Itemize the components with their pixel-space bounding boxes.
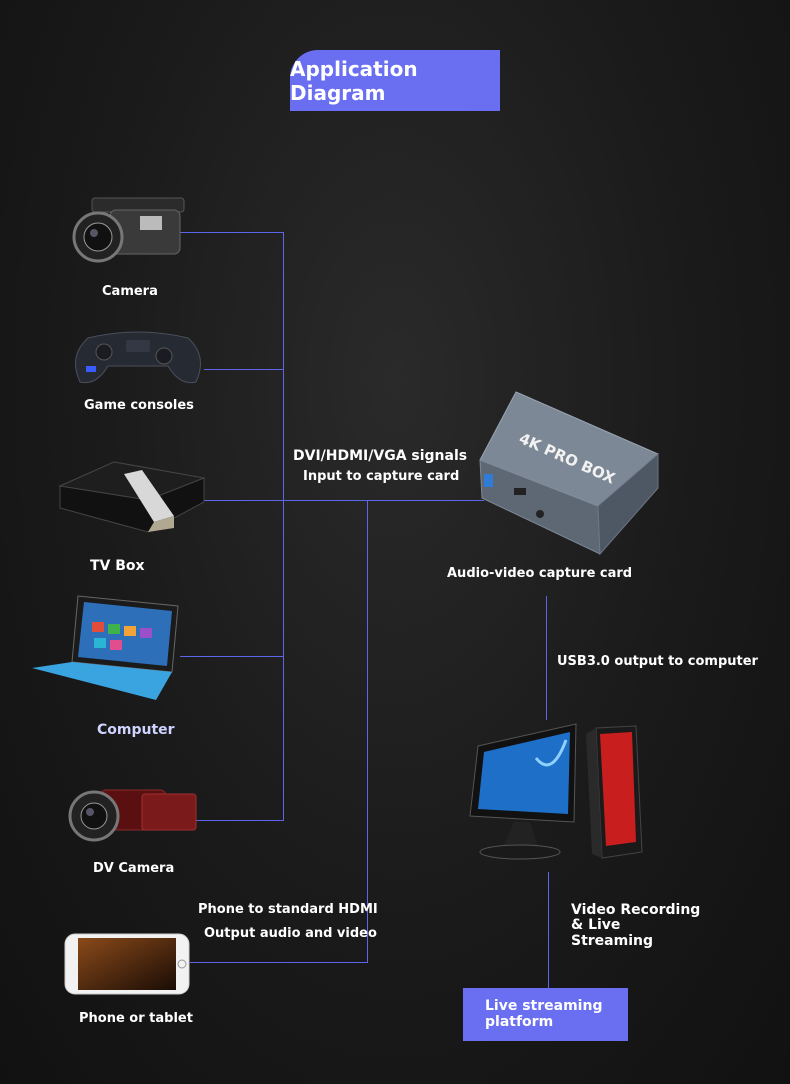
phone-note-2: Output audio and video	[204, 926, 377, 941]
connector-dv	[196, 820, 284, 821]
gamepad-icon	[75, 331, 201, 384]
tablet-computer-icon	[32, 595, 179, 700]
signals-label-2: Input to capture card	[303, 469, 460, 484]
phone-label: Phone or tablet	[79, 1011, 193, 1026]
connector-computer	[180, 656, 284, 657]
dv-camera-label: DV Camera	[93, 861, 175, 876]
connector-tvbox	[200, 500, 484, 501]
title-box: Application Diagram	[290, 50, 500, 111]
game-consoles-label: Game consoles	[84, 398, 194, 413]
live-streaming-platform-box: Live streaming platform	[463, 988, 628, 1041]
connector-camera	[180, 232, 284, 233]
camera-label: Camera	[102, 284, 158, 299]
connector-bus-vertical	[283, 232, 284, 821]
camera-icon	[72, 197, 185, 263]
desktop-pc-icon	[469, 723, 643, 860]
connector-usb	[546, 596, 547, 720]
connector-phone	[190, 962, 368, 963]
capture-card-icon: 4K PRO BOX	[479, 391, 659, 556]
platform-label-2: platform	[485, 1014, 554, 1030]
usb-output-label: USB3.0 output to computer	[557, 654, 758, 669]
dv-camera-icon	[68, 789, 197, 842]
recording-label-3: Streaming	[571, 933, 653, 949]
computer-label: Computer	[97, 722, 175, 738]
recording-label-2: & Live	[571, 917, 621, 933]
signals-label-1: DVI/HDMI/VGA signals	[293, 448, 468, 464]
platform-label-1: Live streaming	[485, 998, 603, 1014]
tv-box-label: TV Box	[90, 558, 145, 574]
tv-box-icon	[58, 461, 206, 533]
phone-icon	[64, 933, 190, 995]
connector-console	[204, 369, 284, 370]
recording-label-1: Video Recording	[571, 902, 701, 918]
capture-card-label: Audio-video capture card	[447, 566, 633, 581]
page-title: Application Diagram	[290, 56, 418, 105]
phone-note-1: Phone to standard HDMI	[198, 902, 378, 917]
connector-phone-vertical	[367, 500, 368, 963]
connector-platform	[548, 872, 549, 988]
